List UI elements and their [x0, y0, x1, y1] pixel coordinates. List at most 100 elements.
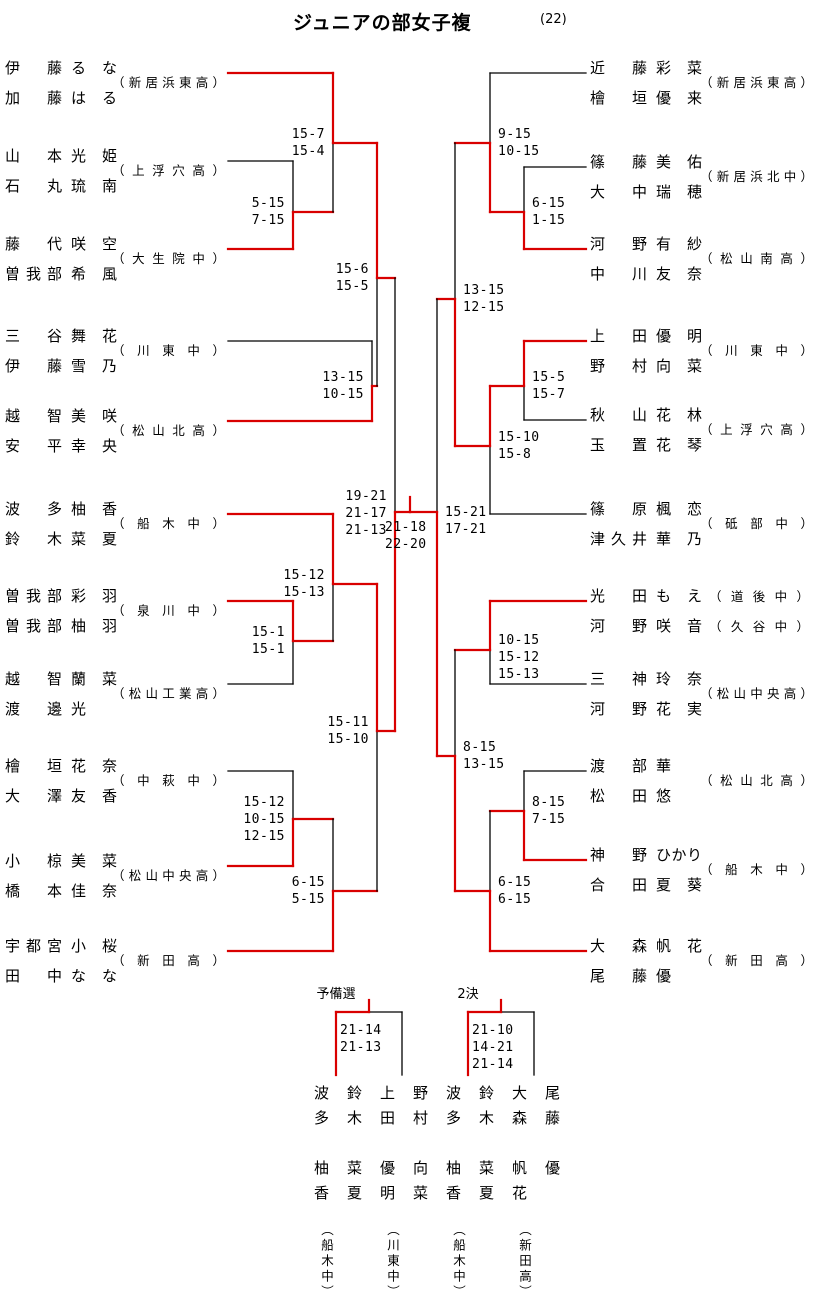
player-given-name: 光姫: [71, 147, 117, 165]
player-surname: 神野: [590, 846, 647, 864]
school-label: （松山中央高）: [112, 868, 225, 883]
player-name: 玉置花琴: [590, 435, 702, 455]
score-line: 13-15: [463, 757, 505, 772]
score-line: 15-1: [251, 642, 285, 657]
player-name: 大中瑞穂: [590, 182, 702, 202]
score-line: 15-5: [335, 279, 369, 294]
team-right-6: 篠原楓恋津久井華乃（砥部中）: [588, 499, 817, 551]
score-line: 12-15: [463, 300, 505, 315]
player-name: 小椋美菜: [5, 851, 117, 871]
player-surname-vertical: 鈴木: [477, 1085, 495, 1135]
team-right-9: 渡部華松田悠（松山北高）: [588, 756, 817, 808]
player-surname: 河野: [590, 617, 647, 635]
player-given-name: 佳奈: [71, 882, 117, 900]
player-surname: 河野: [590, 700, 647, 718]
player-given-name: 柚香: [71, 500, 117, 518]
team-right-7: 光田もえ（道後中）河野咲音（久谷中）: [588, 586, 817, 638]
player-surname: 篠藤: [590, 153, 647, 171]
player-given-name: 雪乃: [71, 357, 117, 375]
team-left-5: 越智美咲安平幸央（松山北高）: [5, 406, 234, 458]
player-given-name-vertical: 柚香: [444, 1160, 462, 1210]
player-name: 越智美咲: [5, 406, 117, 426]
score-line: 13-15: [322, 370, 364, 385]
player-given-name: 美菜: [71, 852, 117, 870]
school-label: （松山北高）: [112, 423, 225, 438]
school-label: （上浮穴高）: [112, 163, 225, 178]
player-given-name: 友奈: [656, 265, 702, 283]
school-label: （川東中）: [700, 343, 813, 358]
player-surname: 加藤: [5, 89, 62, 107]
player-surname: 檜垣: [5, 757, 62, 775]
player-name: 大澤友香: [5, 786, 117, 806]
player-name: 河野咲音（久谷中）: [590, 616, 809, 636]
score-line: 15-12: [498, 649, 540, 665]
player-given-name: 光: [71, 700, 87, 718]
school-label: （松山北高）: [700, 773, 813, 788]
player-name: 河野花実: [590, 699, 702, 719]
player-name: 越智蘭菜: [5, 669, 117, 689]
team-left-10: 小椋美菜橋本佳奈（松山中央高）: [5, 851, 234, 903]
player-name: 渡部華: [590, 756, 702, 776]
player-name: 田中なな: [5, 966, 117, 986]
team-left-9: 檜垣花奈大澤友香（中萩中）: [5, 756, 234, 808]
player-surname: 安平: [5, 437, 62, 455]
score-line: 6-15: [532, 196, 566, 211]
school-label-vertical: （新田高）: [517, 1223, 532, 1301]
player-name: 波多柚香: [5, 499, 117, 519]
player-given-name: 華: [656, 757, 672, 775]
player-given-name: 優: [656, 967, 672, 985]
player-given-name: 花実: [656, 700, 702, 718]
score-line: 10-15: [243, 811, 285, 827]
player-surname: 波多: [5, 500, 62, 518]
player-surname: 三谷: [5, 327, 62, 345]
entry-count: (22): [540, 12, 567, 27]
player-name: 上田優明: [590, 326, 702, 346]
player-name: 曽我部柚羽: [5, 616, 117, 636]
player-surname: 大中: [590, 183, 647, 201]
player-given-name: 菜夏: [71, 530, 117, 548]
school-label: （久谷中）: [709, 619, 809, 634]
score-line: 21-13: [345, 522, 387, 538]
player-given-name: 咲空: [71, 235, 117, 253]
team-right-10: 神野ひかり合田夏葵（船木中）: [588, 845, 817, 897]
school-label: （中萩中）: [112, 773, 225, 788]
player-name: 神野ひかり: [590, 845, 702, 865]
match-score-R-D: 13-15 12-15: [463, 282, 533, 316]
player-surname: 越智: [5, 670, 62, 688]
player-given-name: 琉南: [71, 177, 117, 195]
score-line: 15-21: [445, 505, 487, 520]
team-right-4: 上田優明野村向菜（川東中）: [588, 326, 817, 378]
player-given-name-vertical: 優: [543, 1160, 561, 1185]
player-given-name: 瑞穂: [656, 183, 702, 201]
score-line: 8-15: [532, 795, 566, 810]
player-surname: 藤代: [5, 235, 62, 253]
team-left-7: 曽我部彩羽曽我部柚羽（泉川中）: [5, 586, 234, 638]
school-label: （新居浜東高）: [700, 75, 813, 90]
player-surname: 河野: [590, 235, 647, 253]
score-line: 15-10: [498, 430, 540, 445]
score-line: 22-20: [385, 537, 427, 552]
player-surname: 渡部: [590, 757, 647, 775]
player-given-name: 柚羽: [71, 617, 117, 635]
player-name: 合田夏葵: [590, 875, 702, 895]
team-right-8: 三神玲奈河野花実（松山中央高）: [588, 669, 817, 721]
player-given-name-vertical: 帆花: [510, 1160, 528, 1210]
score-line: 13-15: [463, 283, 505, 298]
player-surname: 大森: [590, 937, 647, 955]
tournament-title: ジュニアの部女子複: [293, 12, 472, 34]
score-line: 19-21: [345, 488, 387, 504]
school-label: （松山工業高）: [112, 686, 225, 701]
player-name: 宇都宮小桜: [5, 936, 117, 956]
score-line: 14-21: [472, 1040, 514, 1055]
player-surname: 山本: [5, 147, 62, 165]
player-name: 河野有紗: [590, 234, 702, 254]
